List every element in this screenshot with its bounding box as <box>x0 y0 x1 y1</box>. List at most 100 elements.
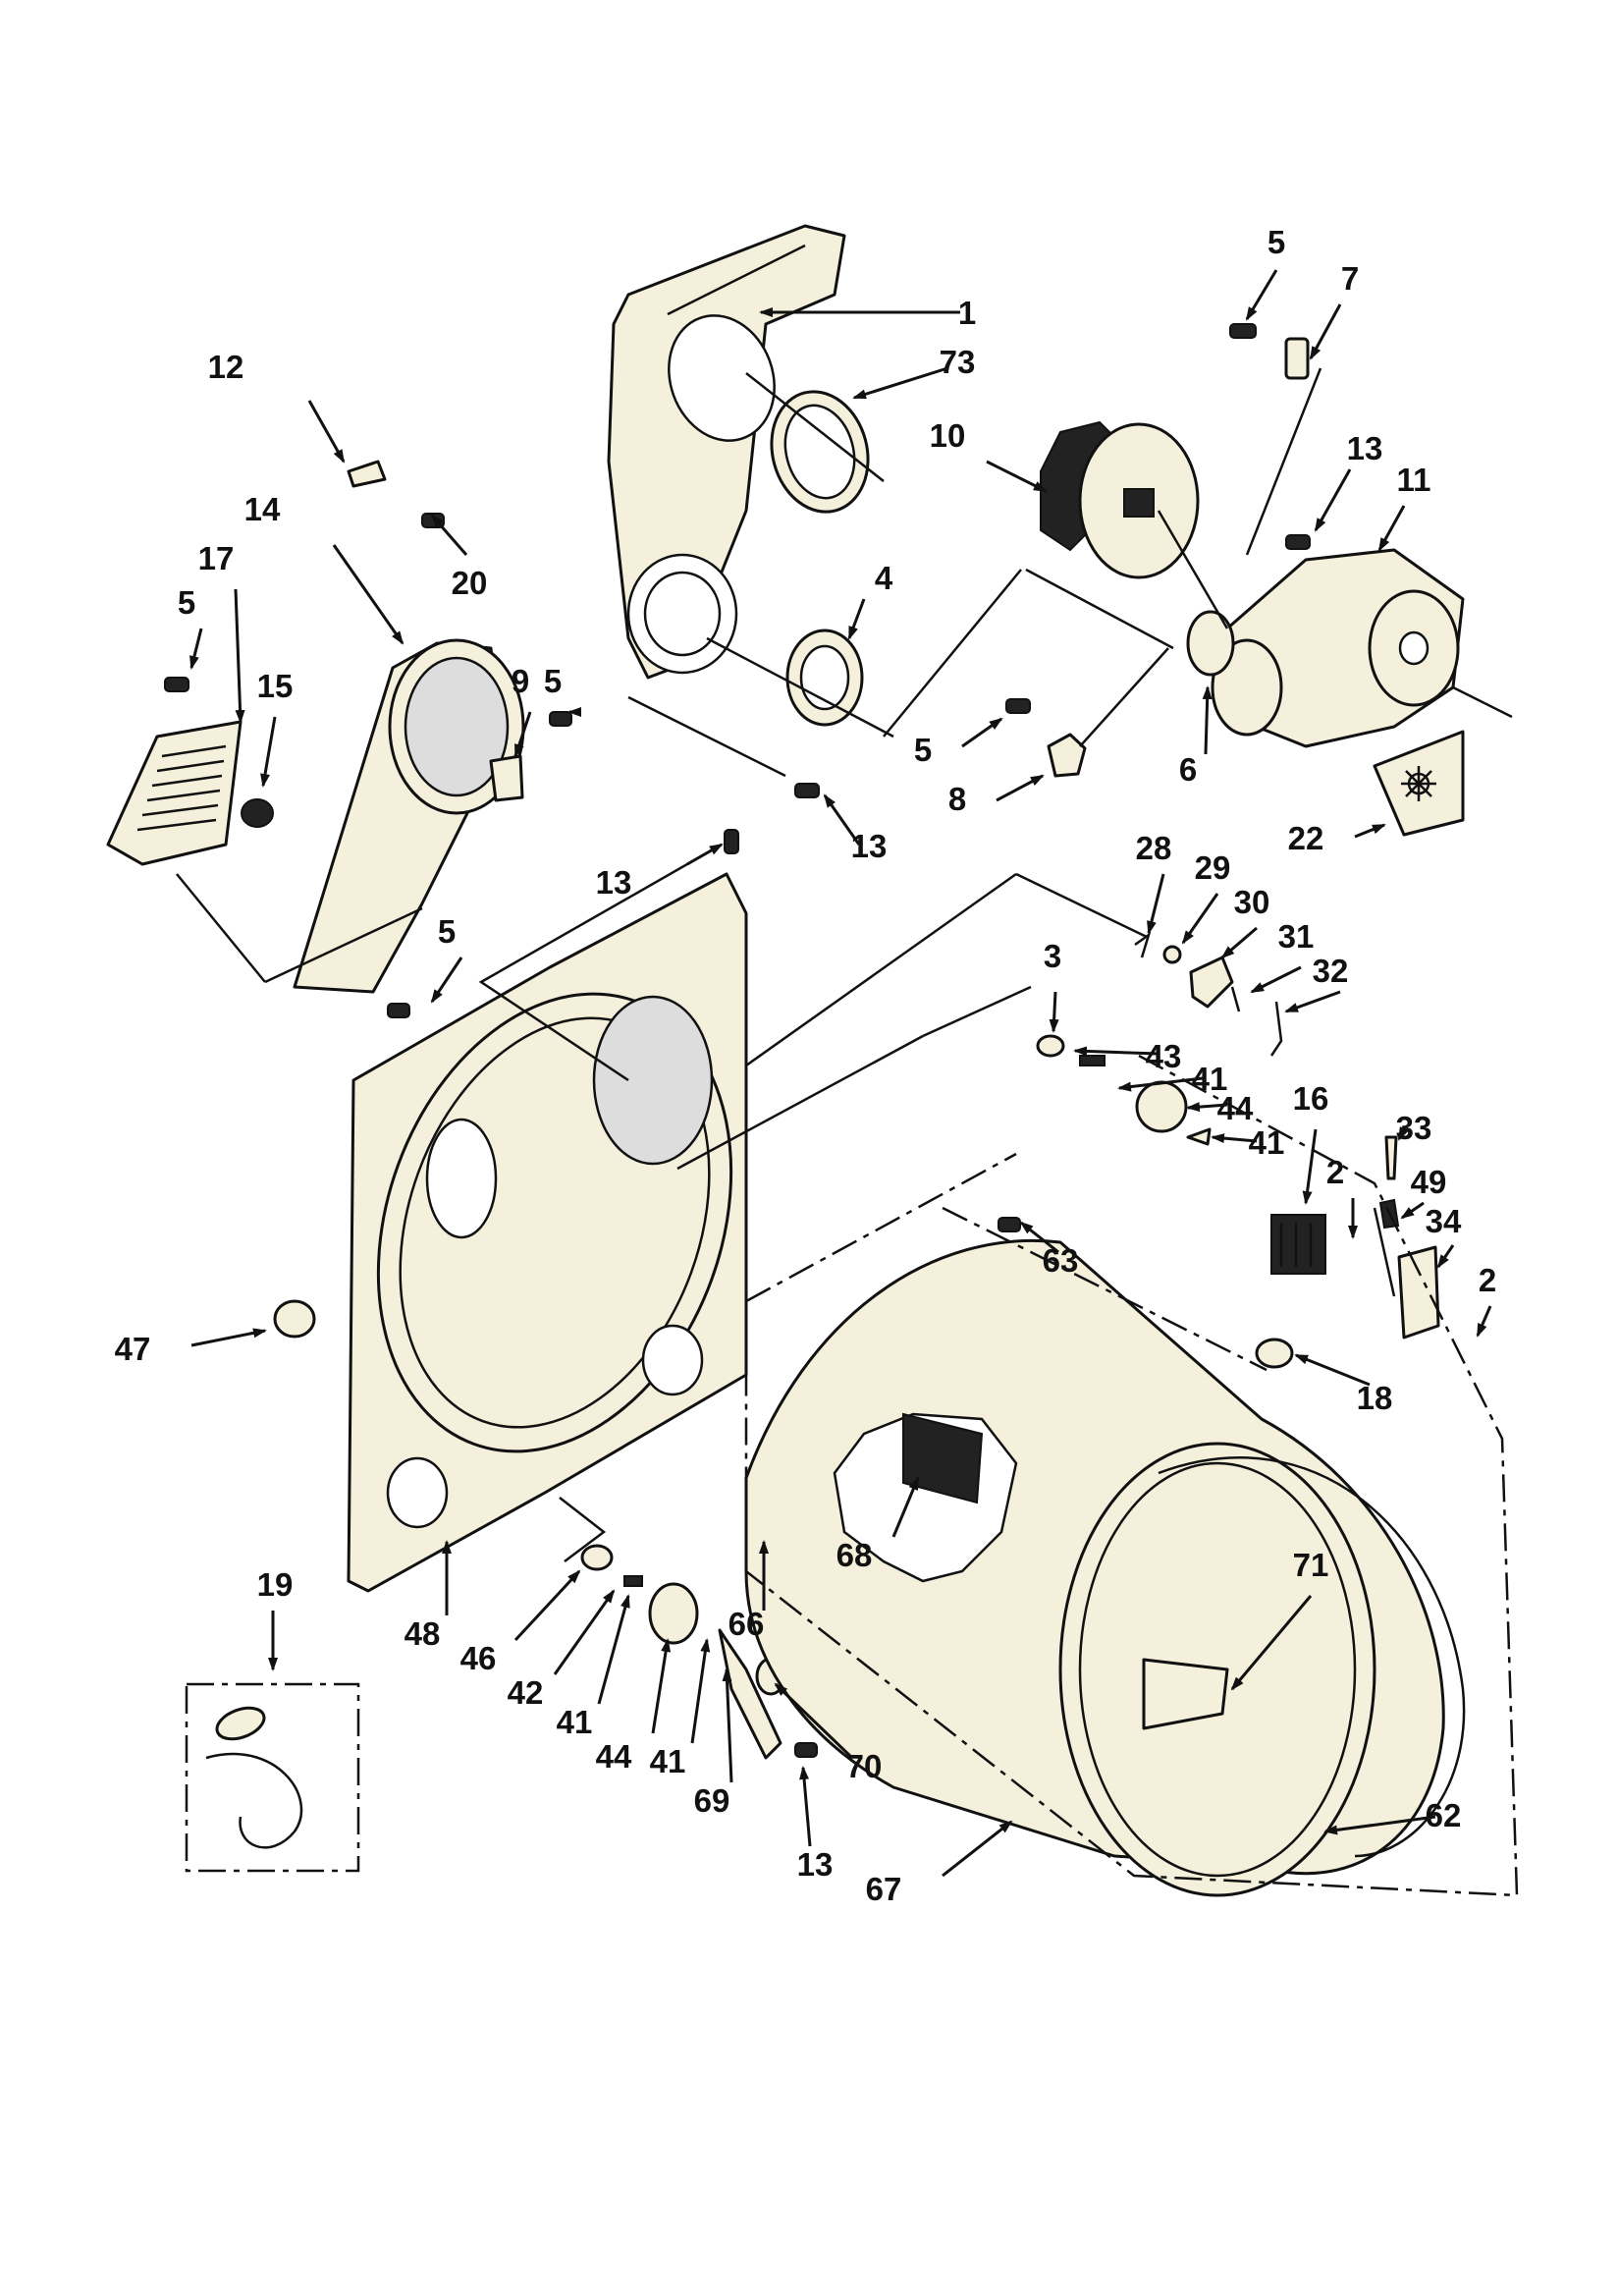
callout-label-c15: 15 <box>257 668 294 704</box>
callout-arrow-c41d <box>690 1638 711 1744</box>
callout-arrow-c10 <box>986 460 1048 493</box>
callout-label-c71: 71 <box>1293 1547 1329 1583</box>
callout-arrow-c5b <box>961 717 1003 748</box>
callout-label-c69: 69 <box>694 1782 730 1819</box>
callout-arrow-c13c <box>686 843 724 866</box>
callout-label-c41a: 41 <box>1192 1061 1228 1097</box>
callout-arrow-c13b <box>1314 468 1352 532</box>
callout-label-c13a: 13 <box>851 828 888 864</box>
callout-arrow-c9 <box>513 711 532 758</box>
callout-label-c10: 10 <box>930 417 966 454</box>
thermostat-plate <box>489 754 524 802</box>
callout-label-c20: 20 <box>452 565 488 601</box>
callout-arrow-c32 <box>1284 990 1341 1013</box>
cord-kit <box>185 1682 360 1873</box>
callout-label-c63: 63 <box>1043 1242 1079 1279</box>
callout-label-c49: 49 <box>1411 1164 1447 1200</box>
cord-clip <box>1047 733 1087 778</box>
callout-arrow-c68 <box>891 1476 920 1538</box>
callout-label-c5c: 5 <box>178 584 195 621</box>
callout-label-c18: 18 <box>1357 1380 1393 1416</box>
front-bulkhead-panel <box>347 872 748 1593</box>
callout-arrow-c30 <box>1220 926 1258 959</box>
hex-nut <box>273 1299 316 1339</box>
motor-seal-ring <box>1186 610 1235 677</box>
callout-label-c3: 3 <box>1044 938 1061 974</box>
drum-support-knob <box>1255 1338 1294 1369</box>
callout-arrow-c11 <box>1377 505 1406 552</box>
callout-label-c29: 29 <box>1195 849 1231 886</box>
callout-label-c8: 8 <box>948 781 966 817</box>
callout-arrow-c7 <box>1309 303 1342 360</box>
callout-label-c34: 34 <box>1426 1203 1462 1239</box>
blower-wheel <box>1040 420 1200 579</box>
callout-arrow-c44b <box>651 1638 672 1734</box>
callout-arrow-c31 <box>1250 965 1302 994</box>
exploded-assembly-lines <box>176 367 1519 1897</box>
callout-arrow-c46 <box>513 1569 581 1642</box>
lint-clip <box>347 460 387 488</box>
cover-plate <box>1397 1245 1440 1339</box>
callout-label-c9: 9 <box>512 663 529 699</box>
callout-arrow-c29 <box>1181 893 1219 945</box>
rear-duct-housing <box>607 224 846 680</box>
callout-arrow-c70 <box>774 1682 854 1760</box>
blower-housing <box>1211 548 1465 748</box>
callout-arrow-c15 <box>260 716 277 788</box>
callout-arrow-c12 <box>307 400 346 464</box>
callout-label-c67: 67 <box>866 1871 902 1907</box>
callout-arrow-c62 <box>1323 1815 1436 1835</box>
callout-label-c19: 19 <box>257 1566 294 1603</box>
callout-arrow-c16 <box>1302 1128 1318 1205</box>
callout-label-c2b: 2 <box>1479 1262 1496 1298</box>
callout-arrow-c63 <box>1019 1221 1059 1254</box>
callout-arrow-c47 <box>190 1328 267 1347</box>
callout-label-c62: 62 <box>1426 1797 1462 1833</box>
callout-arrow-c41b <box>1211 1133 1258 1144</box>
callout-arrow-c13d <box>799 1766 812 1847</box>
callout-label-c5b: 5 <box>914 732 932 768</box>
terminal-block <box>1270 1214 1326 1275</box>
callout-arrow-c71 <box>1230 1595 1313 1691</box>
callout-arrow-c43 <box>1073 1046 1160 1057</box>
callout-label-c33: 33 <box>1396 1110 1432 1146</box>
callout-label-c44a: 44 <box>1217 1090 1254 1126</box>
lint-filter-duct <box>293 638 525 994</box>
callout-label-c17: 17 <box>198 540 235 576</box>
callout-label-c32: 32 <box>1313 953 1349 989</box>
callout-arrow-c17 <box>234 588 245 724</box>
callout-arrow-c3 <box>1049 991 1059 1033</box>
callout-label-c41d: 41 <box>650 1743 686 1779</box>
callout-label-c22: 22 <box>1288 820 1324 856</box>
callout-arrow-c18 <box>1294 1353 1371 1387</box>
callout-arrow-c5e <box>430 957 463 1004</box>
callout-label-c16: 16 <box>1293 1080 1329 1117</box>
callout-label-c2a: 2 <box>1326 1154 1344 1190</box>
callout-label-c13b: 13 <box>1347 430 1383 466</box>
callout-label-c43: 43 <box>1146 1038 1182 1074</box>
callout-arrow-c28 <box>1147 873 1165 935</box>
callout-arrow-c2b <box>1476 1305 1492 1338</box>
callout-arrow-c34 <box>1436 1244 1455 1269</box>
drum-belt <box>1158 1456 1466 1858</box>
callout-label-c5a: 5 <box>1267 224 1285 260</box>
callout-label-c70: 70 <box>846 1748 883 1784</box>
callout-arrow-c4 <box>847 598 866 640</box>
callout-arrow-c33 <box>1397 1126 1409 1141</box>
thermal-fuse-label <box>1373 730 1465 837</box>
callout-label-c31: 31 <box>1278 918 1315 955</box>
callout-arrow-c22 <box>1354 823 1386 839</box>
callout-arrow-c49 <box>1400 1201 1425 1220</box>
callout-label-c46: 46 <box>460 1640 497 1676</box>
blower-seal-ring-center <box>783 404 856 500</box>
callout-label-c13c: 13 <box>596 864 632 901</box>
motor-bracket <box>1284 337 1310 380</box>
callout-label-c30: 30 <box>1234 884 1270 920</box>
callout-label-c48: 48 <box>404 1615 441 1652</box>
heater-assembly <box>106 720 243 866</box>
callout-label-c28: 28 <box>1136 830 1172 866</box>
callout-label-c11: 11 <box>1397 462 1431 498</box>
callout-arrow-c5a <box>1245 269 1278 321</box>
